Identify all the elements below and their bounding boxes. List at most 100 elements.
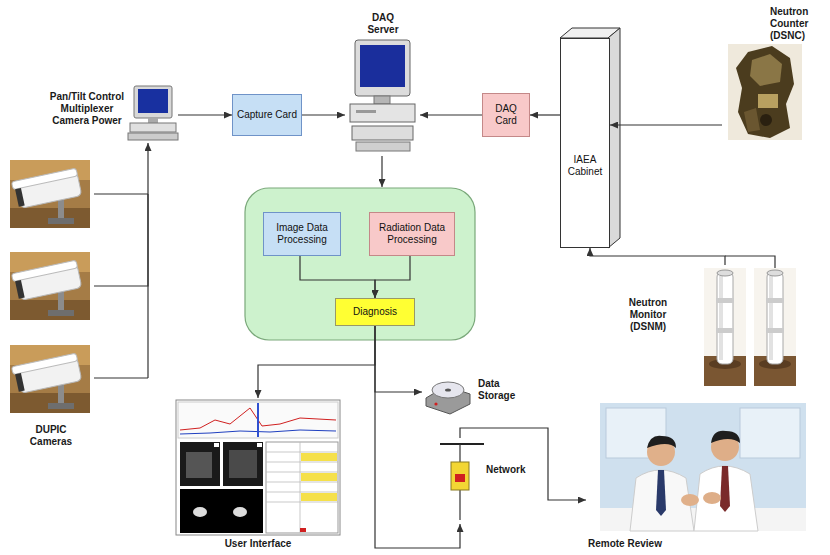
user-interface-screenshot <box>266 462 338 463</box>
user-interface-screenshot <box>301 493 337 501</box>
connector <box>258 326 375 398</box>
connector <box>420 114 482 115</box>
wire <box>725 256 775 268</box>
node-label: User Interface <box>192 538 324 550</box>
processing-region <box>245 188 475 340</box>
connector <box>178 114 232 115</box>
remote-review-photo <box>681 494 699 506</box>
user-interface-screenshot <box>193 507 207 517</box>
cabinet-box: IAEA Cabinet <box>560 38 610 248</box>
connector <box>590 248 725 265</box>
connector <box>375 326 422 392</box>
server-icon <box>356 142 410 151</box>
user-interface-screenshot <box>186 452 212 478</box>
user-interface-screenshot <box>266 442 338 533</box>
computer-icon <box>128 86 178 140</box>
server-icon <box>352 126 413 140</box>
user-interface-screenshot <box>266 492 338 493</box>
node-label: Data Storage <box>478 378 526 402</box>
network-icon <box>440 444 484 520</box>
user-interface-screenshot <box>300 528 306 532</box>
diagnosis-box: Diagnosis <box>335 298 415 326</box>
connector <box>300 256 375 298</box>
remote-review-photo <box>600 403 806 531</box>
connector <box>530 114 560 115</box>
user-interface-screenshot <box>176 400 340 535</box>
disk-icon <box>445 388 451 391</box>
remote-review-photo <box>703 492 721 504</box>
detector-node: Neutron Monitor (DSNM) <box>612 265 797 390</box>
user-interface-screenshot <box>229 450 257 478</box>
camera-pictures <box>10 345 90 413</box>
server-icon <box>355 40 410 96</box>
remote-review-photo <box>711 431 740 443</box>
user-interface-screenshot <box>176 400 340 535</box>
detector-node: Neutron Counter (DSNC) <box>722 6 826 142</box>
user-interface-screenshot <box>180 442 220 486</box>
node-label: Network <box>486 464 536 476</box>
box-label: Capture Card <box>237 109 297 121</box>
camera-pictures <box>10 252 90 320</box>
box-label: Diagnosis <box>353 306 397 318</box>
computer-node: Pan/Tilt Control Multiplexer Camera Powe… <box>44 85 178 143</box>
disk-icon <box>426 382 470 414</box>
user-interface-screenshot <box>266 482 338 483</box>
neutron-counter-picture <box>728 44 802 140</box>
user-interface-screenshot <box>266 442 338 533</box>
card-box: DAQ Card <box>482 93 530 137</box>
remote-review-photo <box>647 436 676 448</box>
network-icon <box>440 443 484 445</box>
remote-review-photo <box>694 466 758 531</box>
neutron-counter-picture <box>728 44 802 140</box>
user-interface-screenshot <box>301 473 337 481</box>
wire <box>147 286 148 378</box>
remote-review-photo <box>600 403 806 531</box>
computer-icon <box>130 123 176 132</box>
server-icon <box>360 45 405 87</box>
neutron-counter-picture <box>736 46 794 138</box>
node-label: Neutron Counter (DSNC) <box>770 6 824 42</box>
server-icon <box>350 104 415 122</box>
wire <box>94 377 148 378</box>
user-interface-screenshot <box>223 442 263 486</box>
user-interface-screenshot <box>301 453 337 461</box>
cabinet-faces <box>560 28 620 248</box>
disk-icon <box>432 382 464 398</box>
remote-review-photo <box>740 408 800 458</box>
node-label: Remote Review <box>588 538 688 550</box>
connector <box>610 124 722 125</box>
screen-node: User Interface <box>172 398 344 554</box>
box-label: Radiation Data Processing <box>373 222 451 246</box>
card-box: Capture Card <box>232 94 302 136</box>
neutron-monitor-picture <box>704 268 796 386</box>
disk-icon <box>434 402 437 405</box>
camera-pictures <box>10 160 90 413</box>
connector <box>460 428 586 500</box>
remote-review-photo <box>656 470 666 516</box>
node-label: Neutron Monitor (DSNM) <box>612 297 684 333</box>
user-interface-screenshot <box>257 403 259 437</box>
connector <box>302 114 345 115</box>
user-interface-screenshot <box>180 489 263 533</box>
user-interface-screenshot <box>300 442 301 533</box>
box-label: DAQ Card <box>486 103 526 127</box>
node-label: DAQ Server <box>361 12 405 36</box>
connector <box>94 143 148 286</box>
server-icon <box>350 40 415 151</box>
remote-review-photo <box>720 466 730 512</box>
neutron-counter-picture <box>744 108 760 132</box>
computer-icon <box>134 86 172 118</box>
camera-pictures <box>10 160 90 228</box>
camera-node: DUPIC Cameras <box>8 158 94 454</box>
network-node: Network <box>438 438 538 524</box>
server-icon <box>356 110 376 113</box>
computer-icon <box>138 89 168 113</box>
network-icon <box>451 462 469 490</box>
photo-node: Remote Review <box>586 400 810 552</box>
user-interface-screenshot <box>266 502 338 503</box>
connector <box>375 256 410 298</box>
